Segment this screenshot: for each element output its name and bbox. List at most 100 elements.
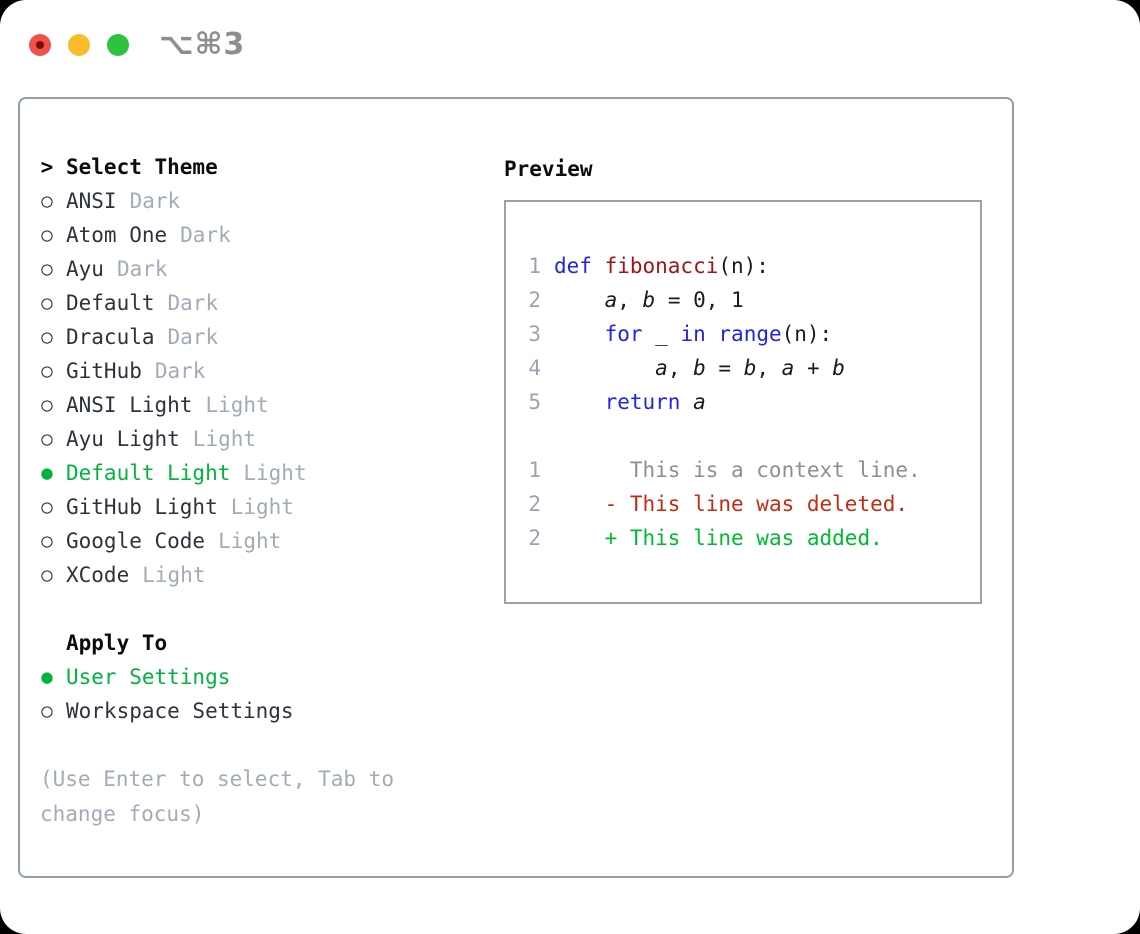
code-segment: a bbox=[693, 390, 706, 414]
line-number: 2 bbox=[528, 492, 541, 516]
theme-option[interactable]: ○ ANSI Dark bbox=[40, 184, 394, 218]
code-segment: def bbox=[554, 254, 605, 278]
radio-unselected-icon: ○ bbox=[41, 224, 53, 246]
option-label: XCode bbox=[66, 563, 130, 587]
option-label: Ayu bbox=[66, 257, 104, 281]
code-segment: return bbox=[604, 390, 681, 414]
code-segment: + This line was added. bbox=[604, 526, 883, 550]
code-line: 4 a, b = b, a + b bbox=[528, 351, 980, 385]
code-line: 1 This is a context line. bbox=[528, 453, 980, 487]
option-variant-badge: Light bbox=[142, 563, 206, 587]
option-label: GitHub bbox=[66, 359, 142, 383]
option-variant-badge: Dark bbox=[154, 359, 206, 383]
radio-selected-icon: ● bbox=[41, 462, 53, 484]
window-title: ⌥⌘3 bbox=[159, 27, 246, 62]
apply-to-header: Apply To bbox=[40, 626, 394, 660]
option-label: Ayu Light bbox=[66, 427, 180, 451]
option-variant-badge: Light bbox=[230, 495, 294, 519]
code-segment bbox=[554, 390, 605, 414]
select-theme-title: Select Theme bbox=[66, 155, 218, 179]
code-line bbox=[528, 419, 980, 453]
code-segment: , bbox=[617, 288, 643, 312]
code-segment: b bbox=[693, 356, 706, 380]
code-segment bbox=[554, 356, 655, 380]
option-variant-badge: Light bbox=[192, 427, 257, 451]
close-button[interactable] bbox=[29, 33, 51, 56]
code-segment: a bbox=[781, 356, 795, 380]
apply-to-option-selected[interactable]: ●User Settings bbox=[40, 660, 394, 694]
radio-unselected-icon: ○ bbox=[41, 564, 53, 586]
radio-unselected-icon: ○ bbox=[41, 326, 53, 348]
code-segment: range bbox=[718, 322, 782, 346]
option-variant-badge: Dark bbox=[129, 189, 181, 213]
code-line: 2 a, b = 0, 1 bbox=[528, 283, 980, 317]
code-segment bbox=[554, 526, 605, 550]
theme-option[interactable]: ○ Atom One Dark bbox=[40, 218, 394, 252]
titlebar: ⌥⌘3 bbox=[29, 27, 245, 62]
apply-to-title: Apply To bbox=[66, 631, 168, 655]
line-number: 1 bbox=[528, 254, 541, 278]
code-segment: This is a context line. bbox=[554, 458, 921, 482]
apply-to-options-list: ●User Settings○Workspace Settings bbox=[40, 660, 394, 728]
radio-unselected-icon: ○ bbox=[41, 258, 53, 280]
code-segment: for bbox=[604, 322, 643, 346]
code-segment: b bbox=[743, 356, 757, 380]
option-variant-badge: Light bbox=[205, 393, 269, 417]
line-number: 4 bbox=[528, 356, 541, 380]
theme-option[interactable]: ○ ANSI Light Light bbox=[40, 388, 394, 422]
option-label: Default bbox=[66, 291, 155, 315]
cursor-icon: > bbox=[40, 155, 54, 179]
radio-unselected-icon: ○ bbox=[41, 394, 53, 416]
option-variant-badge: Light bbox=[243, 461, 307, 485]
option-variant-badge: Dark bbox=[167, 291, 219, 315]
line-number: 2 bbox=[528, 288, 541, 312]
radio-unselected-icon: ○ bbox=[41, 700, 53, 722]
line-number: 2 bbox=[528, 526, 541, 550]
code-line: 2 - This line was deleted. bbox=[528, 487, 980, 521]
line-number: 1 bbox=[528, 458, 541, 482]
preview-title: Preview bbox=[504, 157, 593, 181]
code-segment: = bbox=[705, 356, 744, 380]
minimize-button[interactable] bbox=[68, 33, 90, 56]
theme-option[interactable]: ○ GitHub Dark bbox=[40, 354, 394, 388]
apply-to-option[interactable]: ○Workspace Settings bbox=[40, 694, 394, 728]
code-segment: b bbox=[832, 356, 845, 380]
theme-option[interactable]: ○ XCode Light bbox=[40, 558, 394, 592]
line-number: 5 bbox=[528, 390, 541, 414]
option-label: GitHub Light bbox=[66, 495, 218, 519]
line-number: 3 bbox=[528, 322, 541, 346]
option-variant-badge: Light bbox=[218, 529, 282, 553]
option-label: ANSI Light bbox=[66, 393, 193, 417]
code-segment bbox=[680, 390, 693, 414]
option-label: Atom One bbox=[66, 223, 168, 247]
option-variant-badge: Dark bbox=[116, 257, 168, 281]
zoom-button[interactable] bbox=[107, 33, 129, 56]
code-segment: = 0, 1 bbox=[655, 288, 744, 312]
radio-unselected-icon: ○ bbox=[41, 360, 53, 382]
code-segment: a bbox=[604, 288, 618, 312]
radio-unselected-icon: ○ bbox=[41, 292, 53, 314]
radio-unselected-icon: ○ bbox=[41, 190, 53, 212]
option-variant-badge: Dark bbox=[167, 325, 219, 349]
option-variant-badge: Dark bbox=[180, 223, 231, 247]
option-label: ANSI bbox=[66, 189, 117, 213]
theme-option[interactable]: ○ Default Dark bbox=[40, 286, 394, 320]
code-segment: , bbox=[667, 356, 694, 380]
code-line: 5 return a bbox=[528, 385, 980, 419]
theme-option[interactable]: ○ Ayu Dark bbox=[40, 252, 394, 286]
radio-unselected-icon: ○ bbox=[41, 530, 53, 552]
code-segment: a bbox=[655, 356, 668, 380]
code-segment: - This line was deleted. bbox=[604, 492, 909, 516]
code-segment bbox=[554, 288, 605, 312]
